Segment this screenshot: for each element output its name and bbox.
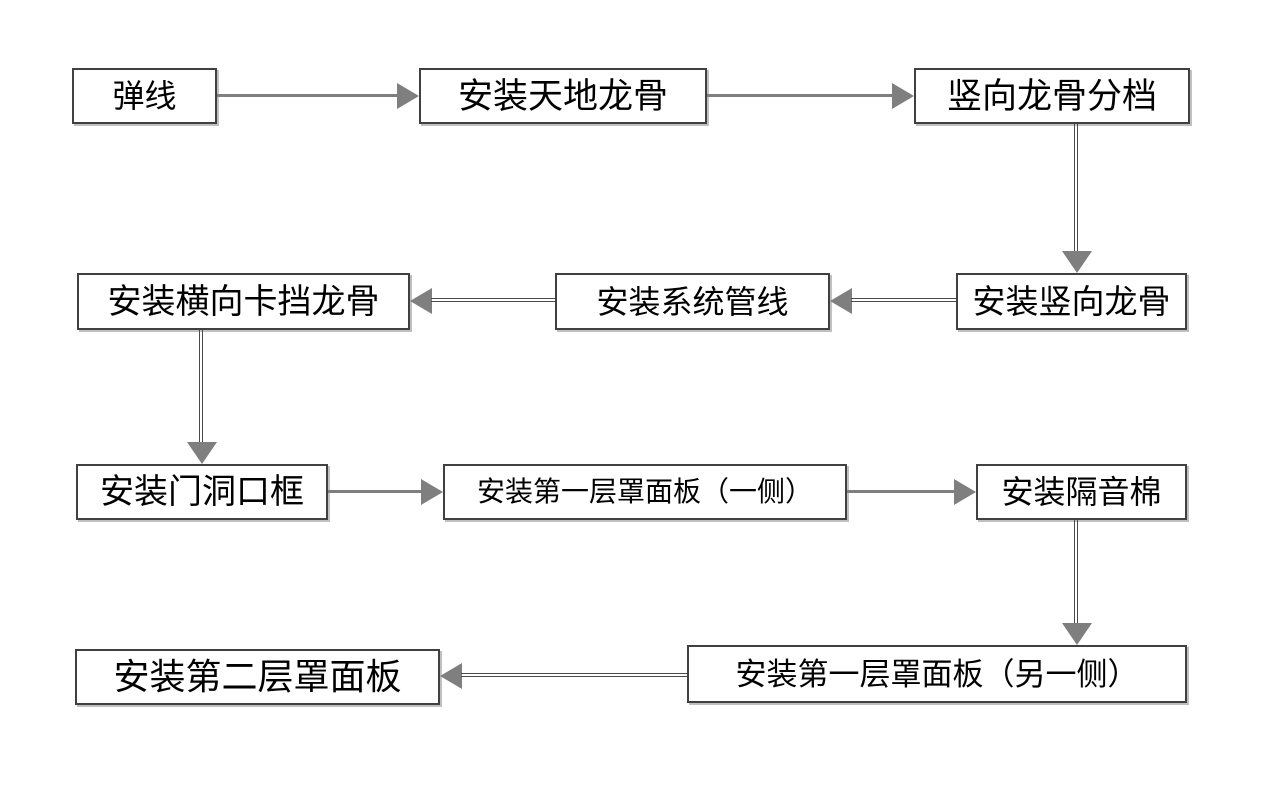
flow-node-install-door-opening-frame: 安装门洞口框 [76, 464, 328, 520]
edge-10-arrowhead-left-icon [440, 663, 462, 689]
edge-2-arrowhead-right-icon [892, 83, 914, 109]
flow-node-install-first-layer-panel-one-side: 安装第一层罩面板（一侧） [443, 464, 847, 520]
flow-node-install-system-pipelines: 安装系统管线 [555, 273, 830, 330]
edge-7-arrowhead-right-icon [421, 479, 443, 505]
flow-node-vertical-stud-spacing: 竖向龙骨分档 [914, 68, 1190, 124]
edge-4-arrowhead-left-icon [830, 288, 852, 314]
flow-node-install-top-bottom-track: 安装天地龙骨 [419, 68, 707, 124]
flow-node-install-vertical-studs: 安装竖向龙骨 [956, 273, 1187, 330]
edge-8-line [847, 490, 956, 493]
flow-node-install-second-layer-panel: 安装第二层罩面板 [75, 649, 440, 705]
edge-5-line [431, 298, 555, 302]
edge-6-arrowhead-down-icon [187, 442, 217, 464]
edge-1-arrowhead-right-icon [397, 83, 419, 109]
flow-node-install-first-layer-panel-other-side: 安装第一层罩面板（另一侧） [687, 645, 1187, 703]
edge-9-line [1074, 520, 1078, 624]
edge-1-line [217, 94, 399, 97]
edge-3-line [1074, 124, 1078, 252]
edge-10-line [461, 673, 687, 677]
edge-2-line [707, 94, 892, 97]
edge-7-line [328, 490, 423, 493]
edge-8-arrowhead-right-icon [954, 479, 976, 505]
edge-4-line [851, 298, 956, 302]
flow-node-snap-line: 弹线 [72, 68, 217, 124]
edge-3-arrowhead-down-icon [1062, 251, 1092, 273]
edge-6-line [199, 330, 203, 443]
flow-node-install-sound-insulation: 安装隔音棉 [976, 464, 1187, 520]
edge-9-arrowhead-down-icon [1062, 623, 1092, 645]
edge-5-arrowhead-left-icon [410, 288, 432, 314]
flow-node-install-horizontal-blocking-studs: 安装横向卡挡龙骨 [77, 273, 410, 330]
